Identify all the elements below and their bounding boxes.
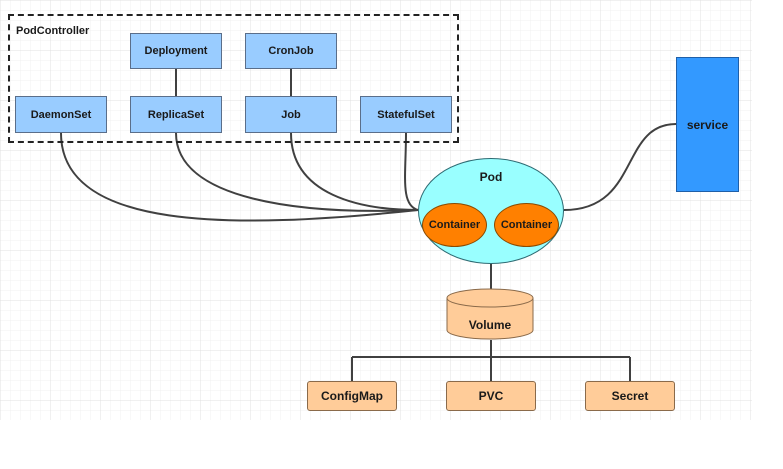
podcontroller-group [8, 14, 459, 143]
secret-node: Secret [585, 381, 675, 411]
deployment-node: Deployment [130, 33, 222, 69]
volume-label: Volume [468, 318, 512, 332]
container-node-2: Container [494, 203, 559, 247]
job-node: Job [245, 96, 337, 133]
container-node-1: Container [422, 203, 487, 247]
replicaset-node: ReplicaSet [130, 96, 222, 133]
daemonset-node: DaemonSet [15, 96, 107, 133]
service-node: service [676, 57, 739, 192]
pod-label: Pod [479, 170, 503, 184]
podcontroller-label: PodController [16, 25, 90, 37]
configmap-node: ConfigMap [307, 381, 397, 411]
statefulset-node: StatefulSet [360, 96, 452, 133]
cronjob-node: CronJob [245, 33, 337, 69]
pvc-node: PVC [446, 381, 536, 411]
volume-cylinder [446, 288, 534, 340]
